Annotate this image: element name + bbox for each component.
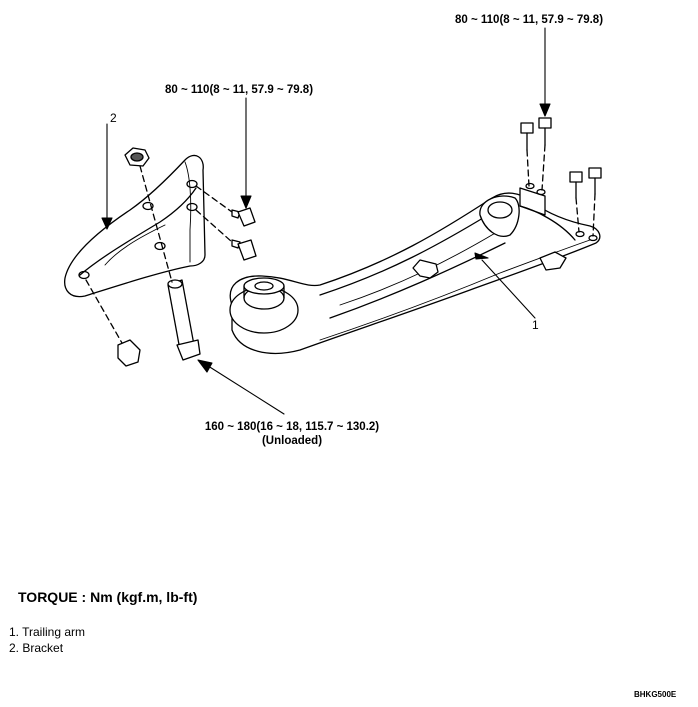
rear-bolts (520, 117, 602, 237)
legend-item-bracket: 2. Bracket (9, 641, 64, 655)
torque-label-bottom-value: 160 ~ 180(16 ~ 18, 115.7 ~ 130.2) (204, 421, 380, 433)
figure-code: BHKG500E (634, 690, 677, 699)
torque-label-bottom: 160 ~ 180(16 ~ 18, 115.7 ~ 130.2) (Unloa… (184, 420, 400, 448)
torque-unit-heading: TORQUE : Nm (kgf.m, lb-ft) (18, 589, 198, 605)
legend-item-trailing-arm: 1. Trailing arm (9, 625, 86, 639)
nut (124, 147, 150, 167)
callout-bracket: 2 (110, 111, 117, 125)
bracket (64, 154, 206, 298)
parts-legend: 1. Trailing arm 2. Bracket (9, 624, 85, 656)
long-bolt (139, 165, 201, 361)
torque-label-mid-left: 80 ~ 110(8 ~ 11, 57.9 ~ 79.8) (165, 84, 314, 96)
callout-trailing-arm: 1 (532, 318, 539, 332)
bracket-bolts (85, 185, 257, 367)
torque-label-bottom-note: (Unloaded) (261, 435, 323, 447)
torque-label-top-right: 80 ~ 110(8 ~ 11, 57.9 ~ 79.8) (455, 14, 604, 26)
leader-arrows (101, 27, 551, 415)
trailing-arm (229, 182, 601, 355)
